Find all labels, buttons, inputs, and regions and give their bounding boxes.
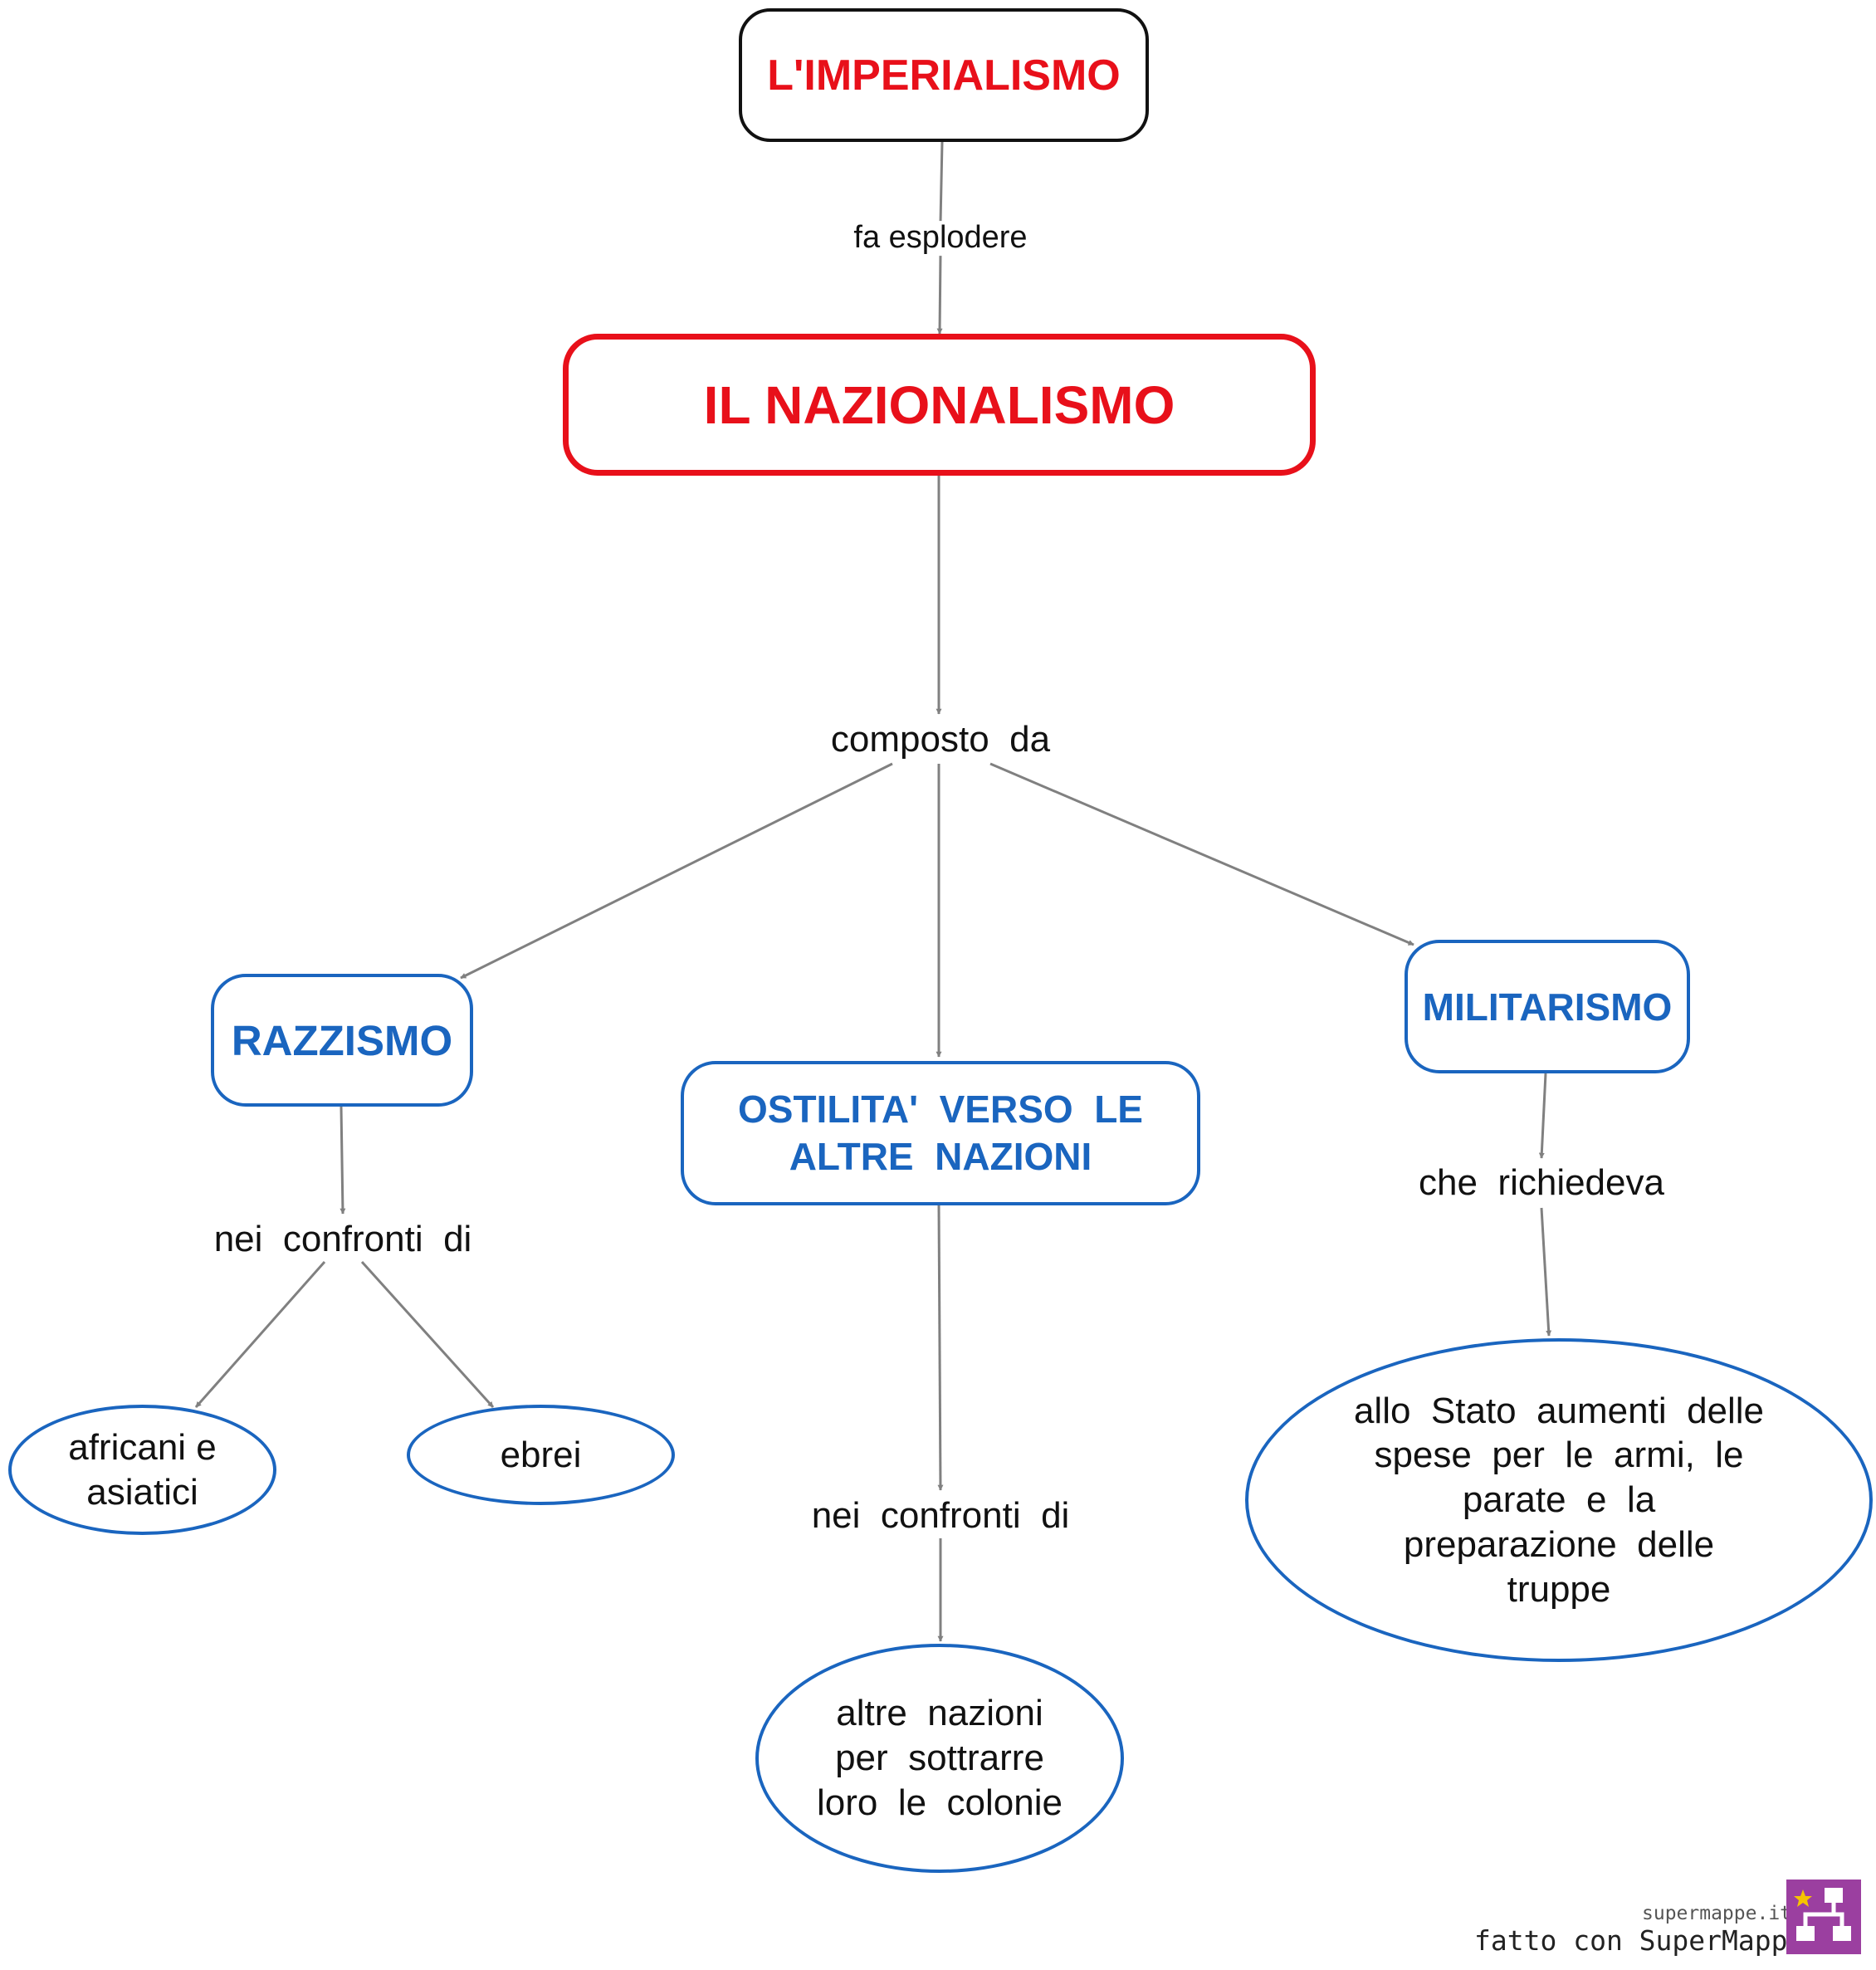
- node-stato-line2: spese per le armi, le: [1374, 1435, 1744, 1476]
- node-stato-line5: truppe: [1507, 1568, 1611, 1610]
- node-imperialismo-label: L'IMPERIALISMO: [767, 51, 1121, 100]
- edge-ostilita-label: [937, 1205, 944, 1491]
- node-africani[interactable]: africani e asiatici: [8, 1405, 276, 1535]
- watermark-made-with: fatto con SuperMappe: [1474, 1924, 1805, 1957]
- link-label-nei-confronti-ostilita: nei confronti di: [806, 1495, 1075, 1537]
- link-label-fa-esplodere: fa esplodere: [848, 220, 1033, 256]
- node-ebrei-label: ebrei: [500, 1434, 582, 1475]
- node-altre-line3: loro le colonie: [817, 1782, 1063, 1823]
- node-stato-line4: preparazione delle: [1403, 1523, 1715, 1565]
- watermark-site: supermappe.it: [1642, 1903, 1792, 1924]
- node-ostilita[interactable]: OSTILITA' VERSO LE ALTRE NAZIONI: [681, 1061, 1200, 1205]
- edge-militarismo-label: [1538, 1073, 1547, 1159]
- node-ebrei[interactable]: ebrei: [407, 1405, 675, 1505]
- node-africani-line2: asiatici: [86, 1471, 198, 1513]
- edge-razzismo-label: [340, 1106, 346, 1215]
- edge-nei-africani: [194, 1261, 326, 1408]
- edge-composto-razzismo: [460, 762, 893, 980]
- node-imperialismo[interactable]: L'IMPERIALISMO: [739, 8, 1149, 142]
- node-altre-line1: altre nazioni: [836, 1693, 1043, 1734]
- node-nazionalismo[interactable]: IL NAZIONALISMO: [563, 334, 1316, 476]
- node-stato-line1: allo Stato aumenti delle: [1353, 1390, 1765, 1431]
- node-razzismo-label: RAZZISMO: [231, 1016, 453, 1064]
- node-militarismo[interactable]: MILITARISMO: [1405, 940, 1690, 1073]
- node-razzismo[interactable]: RAZZISMO: [211, 974, 473, 1107]
- node-stato[interactable]: allo Stato aumenti delle spese per le ar…: [1245, 1338, 1873, 1662]
- node-africani-line1: africani e: [68, 1426, 217, 1468]
- link-label-nei-confronti-razzismo: nei confronti di: [208, 1219, 477, 1260]
- edge-composto-militarismo: [989, 762, 1414, 946]
- node-stato-line3: parate e la: [1462, 1479, 1656, 1521]
- node-ostilita-line2: ALTRE NAZIONI: [789, 1135, 1092, 1178]
- node-nazionalismo-label: IL NAZIONALISMO: [703, 374, 1175, 435]
- edge-label-stato: [1540, 1207, 1552, 1337]
- node-ostilita-line1: OSTILITA' VERSO LE: [737, 1087, 1143, 1131]
- edge-nei-ebrei: [360, 1260, 495, 1409]
- supermappe-logo-icon: [1786, 1880, 1861, 1954]
- link-label-che-richiedeva: che richiedeva: [1414, 1162, 1669, 1204]
- node-altre-nazioni[interactable]: altre nazioni per sottrarre loro le colo…: [755, 1644, 1124, 1873]
- node-altre-line2: per sottrarre: [835, 1738, 1044, 1779]
- edge-imperialismo-label: [939, 141, 944, 223]
- link-label-composto-da: composto da: [825, 719, 1056, 760]
- node-militarismo-label: MILITARISMO: [1422, 985, 1673, 1029]
